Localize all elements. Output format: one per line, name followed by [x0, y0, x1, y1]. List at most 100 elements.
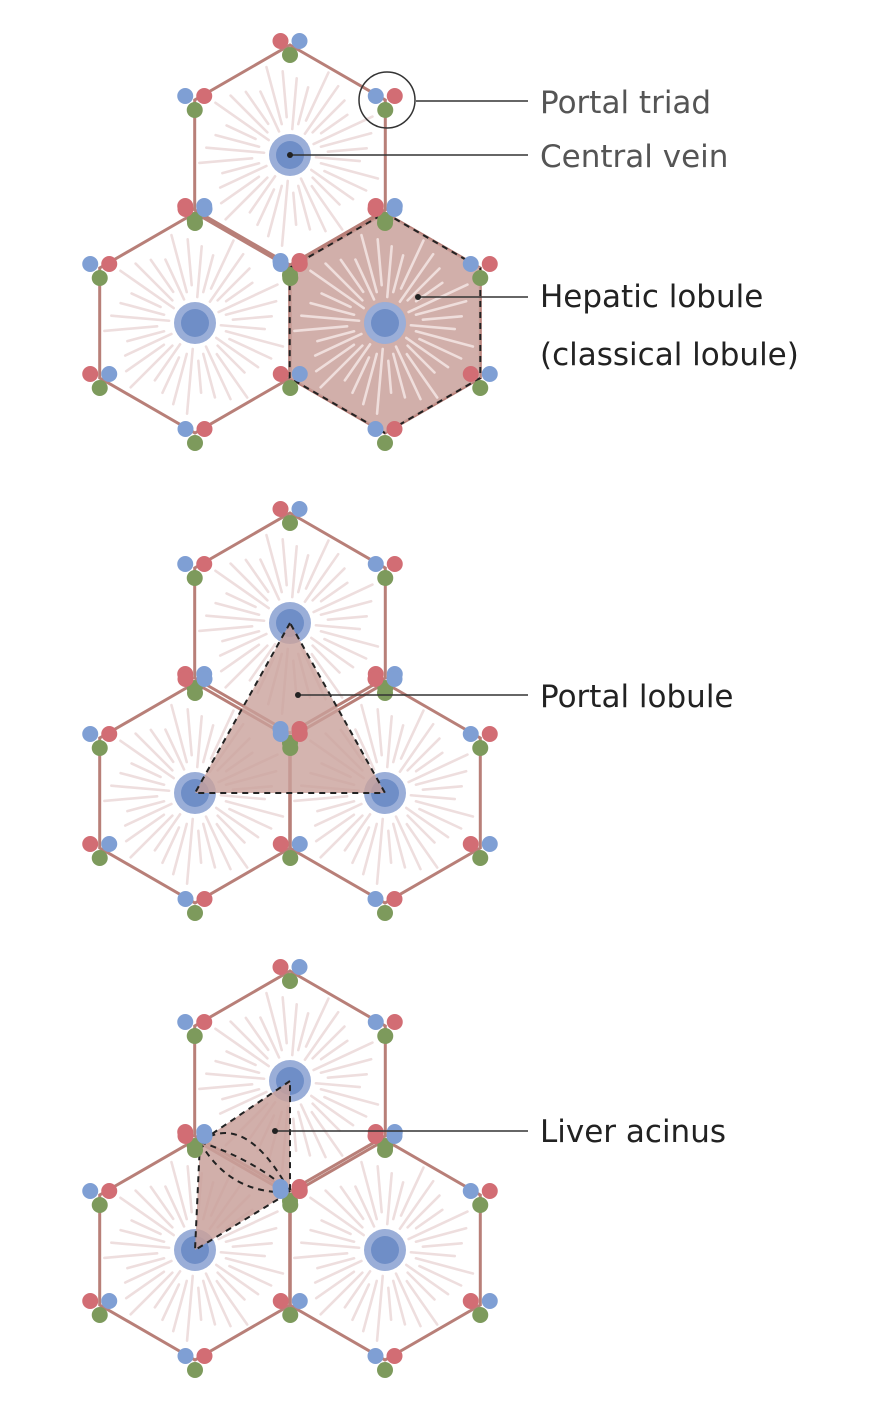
sinusoid: [398, 252, 435, 304]
sinusoid: [300, 1241, 361, 1250]
portal-vein-icon: [367, 556, 384, 572]
sinusoid: [391, 822, 407, 869]
portal-vein-icon: [462, 256, 479, 272]
sinusoid: [214, 569, 271, 610]
sinusoid: [126, 799, 166, 813]
portal-vein-icon: [291, 1293, 308, 1309]
portal-triad-icon: [462, 1293, 498, 1323]
portal-triad-label: Portal triad: [540, 85, 711, 121]
sinusoid: [225, 124, 257, 141]
sinusoid: [391, 1181, 405, 1221]
sinusoid: [319, 599, 373, 617]
sinusoid: [204, 815, 232, 871]
sinusoid: [407, 1210, 469, 1241]
sinusoid: [310, 1110, 344, 1157]
sinusoid: [323, 1095, 368, 1118]
bile-duct-icon: [472, 1197, 489, 1213]
hepatic-artery-icon: [272, 836, 289, 852]
sinusoid: [394, 345, 422, 401]
sinusoid: [103, 795, 159, 803]
sinusoid: [186, 1165, 193, 1214]
sinusoid: [228, 337, 273, 360]
hepatic-artery-icon: [291, 726, 308, 742]
sinusoid: [323, 169, 368, 192]
bile-duct-icon: [282, 973, 298, 989]
sinusoid: [205, 1072, 266, 1081]
sinusoid: [201, 822, 217, 869]
sinusoid: [385, 244, 394, 299]
sinusoid: [204, 345, 232, 401]
hepatic-artery-icon: [367, 1128, 384, 1144]
sinusoid: [130, 1219, 162, 1236]
sinusoid: [219, 175, 261, 205]
portal-vein-icon: [462, 1183, 479, 1199]
portal-vein-icon: [386, 671, 403, 687]
sinusoid: [406, 814, 436, 844]
sinusoid: [216, 1271, 246, 1301]
sinusoid: [217, 1210, 279, 1241]
sinusoid: [313, 1259, 363, 1284]
sinusoid: [134, 262, 174, 302]
sinusoid: [326, 1072, 369, 1079]
sinusoid: [421, 314, 464, 321]
sinusoid: [319, 814, 364, 859]
hepatic-artery-icon: [196, 88, 213, 104]
sinusoid: [218, 1090, 268, 1115]
sinusoid: [324, 262, 364, 302]
sinusoid: [103, 325, 159, 333]
hepatic-lobule-label: Hepatic lobule: [540, 279, 763, 315]
sinusoid: [149, 258, 175, 294]
hepatic-artery-icon: [386, 88, 403, 104]
sinusoid: [164, 1185, 186, 1228]
hepatic-artery-icon: [272, 366, 289, 382]
sinusoid: [215, 1279, 249, 1326]
portal-triad-icon: [272, 33, 308, 63]
sinusoid: [292, 1117, 298, 1153]
sinusoid: [391, 1279, 407, 1326]
sinusoid: [351, 1283, 371, 1322]
sinusoid: [161, 826, 181, 865]
portal-triad-icon: [272, 836, 308, 866]
portal-triad-icon: [82, 1183, 118, 1213]
sinusoid: [224, 299, 278, 317]
sinusoid: [409, 1250, 457, 1258]
portal-triad-icon: [177, 1014, 213, 1044]
sinusoid: [406, 1194, 441, 1229]
sinusoid: [170, 233, 189, 294]
sinusoid: [185, 1274, 195, 1342]
sinusoid: [293, 795, 349, 803]
portal-triad-icon: [82, 726, 118, 756]
sinusoid: [229, 562, 269, 602]
portal-triad-icon: [82, 1293, 118, 1323]
sinusoid: [198, 1083, 254, 1091]
hepatic-artery-icon: [82, 366, 99, 382]
hepatic-artery-icon: [481, 1183, 498, 1199]
sinusoid: [391, 254, 405, 294]
sinusoid: [351, 826, 371, 865]
portal-lobule-leader-dot: [295, 692, 301, 698]
portal-triad-icon: [177, 671, 213, 701]
bile-duct-icon: [91, 380, 108, 396]
portal-triad-icon: [367, 1128, 403, 1158]
sinusoid: [149, 1185, 175, 1221]
sinusoid: [281, 538, 288, 587]
sinusoid: [405, 1279, 439, 1326]
sinusoid: [209, 239, 235, 290]
sinusoid: [319, 1271, 364, 1316]
bile-duct-icon: [472, 740, 489, 756]
sinusoid: [319, 1039, 349, 1061]
portal-triad-icon: [177, 201, 213, 231]
sinusoid: [224, 176, 269, 221]
sinusoid: [376, 708, 383, 757]
portal-vein-icon: [291, 836, 308, 852]
portal-vein-icon: [481, 836, 498, 852]
sinusoid: [343, 342, 372, 382]
sinusoid: [224, 281, 254, 303]
portal-triad-icon: [82, 366, 118, 396]
panel-portal-lobule: [82, 501, 528, 921]
sinusoid: [313, 802, 363, 827]
portal-triad-icon: [272, 1183, 308, 1213]
sinusoid: [360, 1160, 379, 1221]
sinusoid: [231, 1241, 274, 1248]
sinusoid: [385, 714, 394, 769]
